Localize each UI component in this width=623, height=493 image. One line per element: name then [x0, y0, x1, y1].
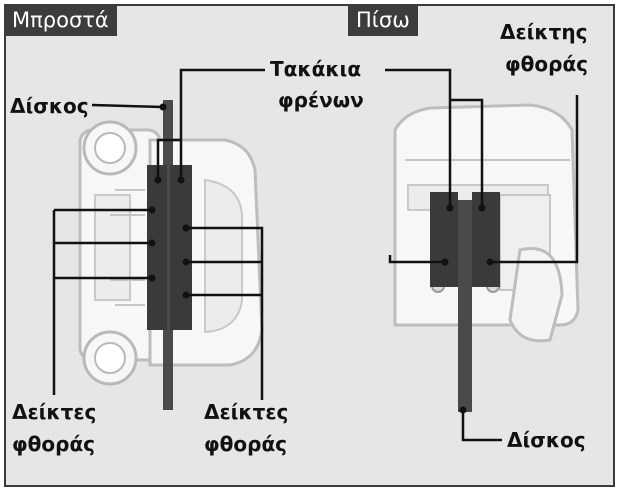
label-wear-indicators-right-line1: Δείκτες — [204, 400, 289, 424]
front-mounting-eye-bottom — [82, 330, 138, 386]
rear-pad-outer — [472, 192, 500, 287]
rear-disc — [458, 200, 472, 412]
front-pad-outer — [170, 165, 192, 330]
front-pad-inner — [147, 165, 167, 330]
leader-lines — [52, 68, 579, 442]
label-brake-pads-line1: Τακάκια — [270, 57, 362, 81]
label-wear-indicator-top-line1: Δείκτης — [500, 20, 588, 44]
label-wear-indicator-top-line2: φθοράς — [505, 52, 589, 76]
rear-pad-inner — [430, 192, 458, 287]
front-mounting-eye-top — [82, 120, 138, 176]
label-brake-pads-line2: φρένων — [278, 88, 364, 112]
label-wear-indicators-left-line2: φθοράς — [12, 432, 96, 456]
front-disc — [163, 100, 173, 410]
view-tab-rear: Πίσω — [348, 4, 418, 36]
label-wear-indicators-left-line1: Δείκτες — [12, 400, 97, 424]
view-tab-front: Μπροστά — [4, 4, 117, 36]
label-disc-rear: Δίσκος — [507, 428, 586, 452]
leader-dots — [148, 103, 494, 414]
label-disc-front: Δίσκος — [10, 94, 89, 118]
label-wear-indicators-right-line2: φθοράς — [204, 432, 288, 456]
